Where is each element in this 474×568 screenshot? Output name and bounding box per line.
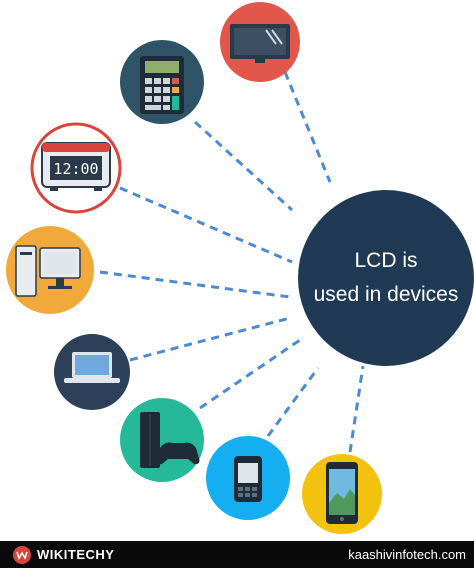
connector-calculator <box>193 120 294 212</box>
smartphone-node <box>302 454 382 534</box>
site-url[interactable]: kaashivinfotech.com <box>348 547 466 562</box>
alarm-clock-icon: 12:00 <box>41 142 111 191</box>
clock-display-text: 12:00 <box>53 160 98 178</box>
connector-smartphone <box>348 365 365 453</box>
desktop-node <box>6 226 94 314</box>
game-console-icon <box>140 412 200 468</box>
wikitechy-logo-icon <box>13 545 31 564</box>
phone-node <box>206 436 290 520</box>
connectors <box>99 71 365 453</box>
brand[interactable]: WIKITECHY <box>12 545 114 565</box>
footer-bar: WIKITECHY kaashivinfotech.com <box>0 541 474 568</box>
console-node <box>120 398 204 482</box>
connector-phone <box>266 367 320 437</box>
lcd-hub: LCD is used in devices <box>298 190 474 366</box>
connector-desktop <box>99 270 291 299</box>
mobile-phone-icon <box>234 456 262 502</box>
brand-name: WIKITECHY <box>37 547 115 562</box>
laptop-icon <box>64 352 120 383</box>
tv-icon <box>230 24 290 63</box>
hub-line-2: used in devices <box>313 283 459 306</box>
lcd-devices-diagram: 12:00 <box>6 2 382 534</box>
connector-console <box>199 338 301 410</box>
tv-node <box>220 2 300 82</box>
connector-laptop <box>129 316 291 362</box>
console-bg <box>120 398 204 482</box>
desktop-computer-icon <box>15 245 81 297</box>
hub-line-1: LCD is <box>354 249 418 272</box>
smartphone-icon <box>326 462 358 524</box>
laptop-node <box>54 334 130 410</box>
calculator-icon <box>140 56 184 114</box>
connector-tv <box>283 71 332 183</box>
connector-clock <box>119 186 293 264</box>
calculator-node <box>120 40 204 124</box>
clock-node: 12:00 <box>30 122 122 214</box>
